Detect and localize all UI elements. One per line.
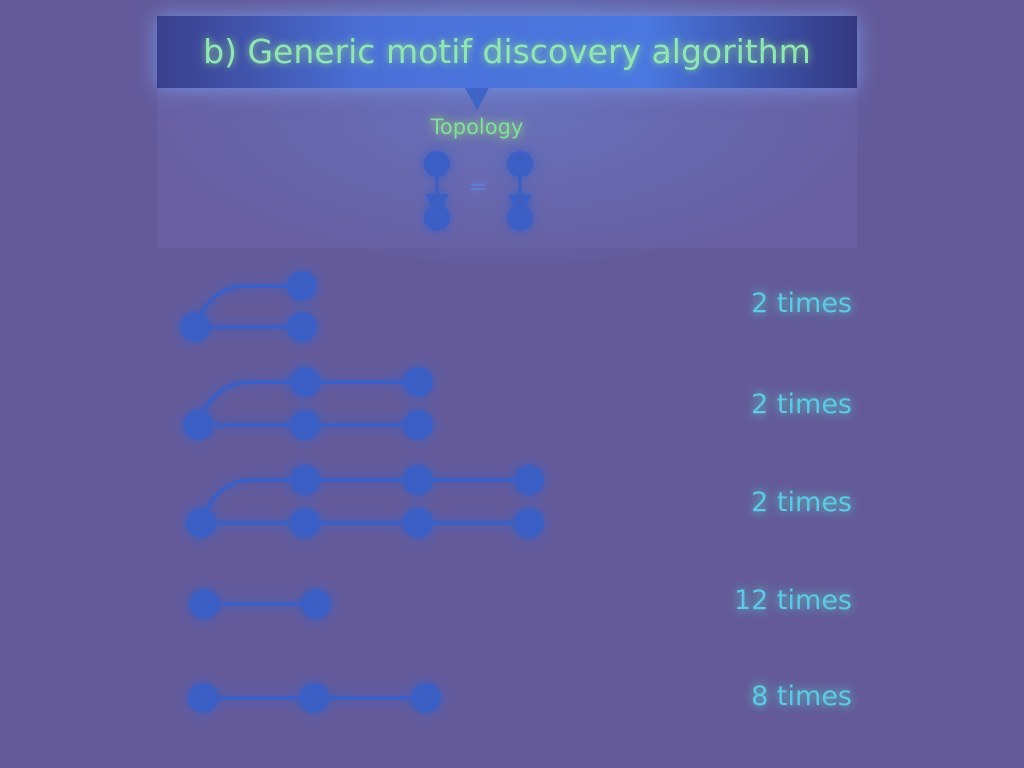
motif-node bbox=[189, 589, 219, 619]
motif-node bbox=[403, 465, 433, 495]
diagram-title: b) Generic motif discovery algorithm bbox=[203, 32, 811, 71]
topology-panel bbox=[157, 88, 857, 248]
motif-1-count: 2 times bbox=[751, 288, 852, 319]
motif-node bbox=[180, 312, 210, 342]
topology-equals: = bbox=[469, 175, 487, 200]
topology-node bbox=[424, 151, 450, 177]
motif-node bbox=[186, 508, 216, 538]
topology-node bbox=[507, 205, 533, 231]
motif-node bbox=[287, 312, 317, 342]
motif-node bbox=[514, 508, 544, 538]
motif-node bbox=[403, 410, 433, 440]
motif-node bbox=[301, 589, 331, 619]
motif-node bbox=[403, 508, 433, 538]
motif-5 bbox=[188, 683, 441, 713]
motif-4 bbox=[189, 589, 331, 619]
motif-node bbox=[290, 508, 320, 538]
topology-label: Topology bbox=[430, 115, 524, 139]
motif-node bbox=[290, 367, 320, 397]
motif-3 bbox=[186, 465, 544, 538]
motif-node bbox=[188, 683, 218, 713]
topology-node bbox=[507, 151, 533, 177]
motif-2-count: 2 times bbox=[751, 389, 852, 420]
motif-5-count: 8 times bbox=[751, 681, 852, 712]
motif-edge bbox=[193, 284, 302, 328]
motif-node bbox=[287, 271, 317, 301]
motif-node bbox=[290, 410, 320, 440]
motif-2 bbox=[183, 367, 433, 440]
topology-graph: = bbox=[424, 151, 533, 231]
motif-4-count: 12 times bbox=[733, 585, 852, 616]
motif-node bbox=[183, 410, 213, 440]
title-pointer bbox=[465, 88, 489, 110]
motif-edge bbox=[199, 478, 529, 524]
topology-node bbox=[424, 205, 450, 231]
motif-node bbox=[411, 683, 441, 713]
motif-node bbox=[514, 465, 544, 495]
motif-node bbox=[299, 683, 329, 713]
motif-3-count: 2 times bbox=[751, 487, 852, 518]
title-bar: b) Generic motif discovery algorithm bbox=[157, 16, 857, 88]
motif-node bbox=[290, 465, 320, 495]
motif-1 bbox=[180, 271, 317, 342]
motif-node bbox=[403, 367, 433, 397]
